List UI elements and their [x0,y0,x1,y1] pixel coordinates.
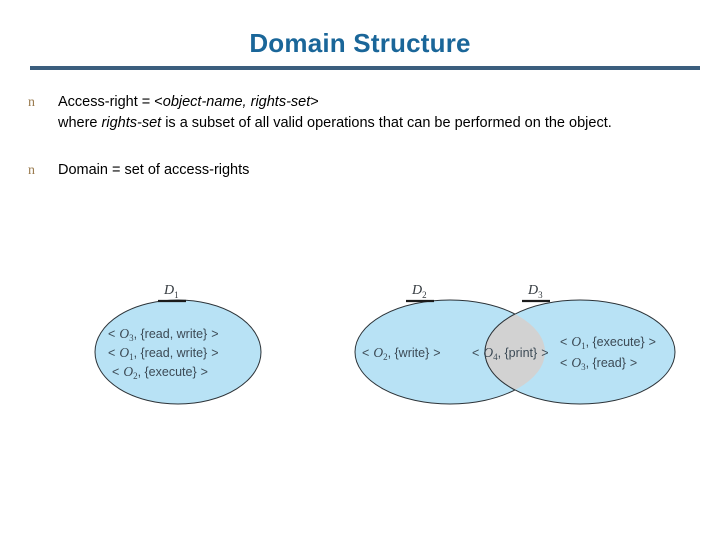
title-divider [30,66,700,70]
entry-d3-1-open: < [560,356,567,370]
entry-d3-0-sub: 1 [581,341,586,351]
rights-set-italic: rights-set [101,115,162,131]
venn-svg: D1 <O3, {read, write}> <O1, {read, write… [94,283,676,405]
domain-label-d2-letter: D [411,283,422,298]
access-right-suffix: > [310,94,319,110]
entry-d1-0-open: < [108,327,115,341]
entry-d1-2-open: < [112,365,119,379]
entry-overlap-0-rights: , {print} [498,346,538,360]
entry-d3-1-obj: O [571,355,581,370]
entry-d3-0-open: < [560,335,567,349]
bullet-marker-icon: n [28,95,35,110]
entry-d1-0-close: > [211,327,218,341]
entry-overlap-0: < O4, {print}> [472,345,549,362]
entry-d2-0-open: < [362,346,369,360]
entry-d2-0: < O2, {write}> [362,345,441,362]
list-item: n Access-right = <object-name, rights-se… [28,92,700,134]
entry-d1-0-obj: O [119,326,129,341]
domain-label-d2: D2 [411,283,427,300]
entry-d1-1-rights: , {read, write} [134,346,208,360]
entry-d3-1-sub: 3 [581,362,586,372]
domain-venn-diagram: D1 <O3, {read, write}> <O1, {read, write… [90,272,690,412]
entry-d3-0-rights: , {execute} [586,335,645,349]
entry-d1-2: < O2, {execute} > [112,364,208,381]
entry-d3-0: < O1, {execute} > [560,334,656,351]
entry-d1-0: < O3, {read, write}> [108,326,219,343]
entry-d1-2-rights: , {execute} [138,365,197,379]
domain-label-d3: D3 [527,283,543,300]
entry-d2-0-close: > [433,346,440,360]
domain-label-d3-letter: D [527,283,538,298]
entry-d3-1-rights: , {read} [586,356,626,370]
domain-label-d1: D1 [163,283,179,300]
entry-d1-2-obj: O [123,364,133,379]
access-right-italic: object-name, rights-set [162,94,311,110]
access-right-prefix: Access-right = < [58,94,163,110]
entry-d3-1-close: > [630,356,637,370]
entry-overlap-0-open: < [472,346,479,360]
entry-d1-0-rights: , {read, write} [134,327,208,341]
domain-label-d1-sub: 1 [174,290,179,300]
entry-overlap-0-sub: 4 [493,352,498,362]
entry-d1-0-sub: 3 [129,333,134,343]
entry-overlap-0-obj: O [483,345,493,360]
domain-definition-text: Domain = set of access-rights [58,162,250,178]
entry-d1-1-sub: 1 [129,352,134,362]
bullet-list: n Access-right = <object-name, rights-se… [28,92,700,207]
entry-d2-0-sub: 2 [383,352,388,362]
entry-d1-1-open: < [108,346,115,360]
bullet-text: Domain = set of access-rights [58,160,700,181]
domain-label-d3-sub: 3 [538,290,543,300]
bullet-text: Access-right = <object-name, rights-set>… [58,92,700,134]
entry-d1-1-obj: O [119,345,129,360]
page-title: Domain Structure [249,28,471,58]
domain-label-d2-sub: 2 [422,290,427,300]
domain-label-d1-letter: D [163,283,174,298]
entry-overlap-0-close: > [541,346,548,360]
entry-d1-2-close: > [201,365,208,379]
entry-d1-2-sub: 2 [133,371,138,381]
bullet-marker-icon: n [28,163,35,178]
list-item: n Domain = set of access-rights [28,160,700,181]
entry-d1-1: < O1, {read, write}> [108,345,219,362]
entry-d2-0-rights: , {write} [388,346,430,360]
rights-set-suffix: is a subset of all valid operations that… [161,115,612,131]
entry-d3-0-close: > [649,335,656,349]
entry-d1-1-close: > [211,346,218,360]
entry-d3-0-obj: O [571,334,581,349]
entry-d2-0-obj: O [373,345,383,360]
rights-set-prefix: where [58,115,102,131]
entry-d3-1: < O3, {read} > [560,355,637,372]
